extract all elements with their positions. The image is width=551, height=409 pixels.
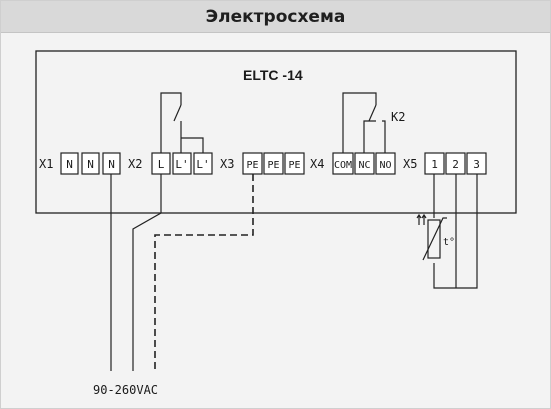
terminal-label: L'	[175, 158, 188, 171]
terminal-label: L	[158, 158, 165, 171]
terminal-x1-2	[81, 152, 100, 175]
k2-relay: K2	[342, 92, 405, 153]
terminal-label: NO	[379, 160, 391, 171]
terminal-label: 3	[473, 158, 480, 171]
panel-title: Электросхема	[205, 6, 346, 27]
terminal-label: L'	[196, 158, 209, 171]
terminal-label: N	[87, 158, 94, 171]
terminal-label: PE	[288, 160, 300, 171]
terminal-label: 2	[452, 158, 459, 171]
device-name: ELTC -14	[243, 67, 303, 83]
x2-relay-switch	[160, 92, 204, 153]
terminal-label: COM	[334, 160, 352, 171]
panel-header: Электросхема	[1, 1, 550, 33]
connector-x1-label: X1	[39, 157, 53, 171]
terminal-label: PE	[267, 160, 279, 171]
connector-x3-label: X3	[220, 157, 234, 171]
terminal-x2-2	[172, 152, 192, 175]
terminal-x3-3	[284, 152, 305, 175]
connector-x5-label: X5	[403, 157, 417, 171]
terminal-x1-1	[60, 152, 79, 175]
connector-x5: 1 2 3	[424, 152, 487, 175]
connector-x2-label: X2	[128, 157, 142, 171]
wiring-diagram: ELTC -14 X1 X2 X3 X4 X5 N N N L L' L'	[35, 50, 517, 397]
terminal-label: NC	[358, 160, 370, 171]
supply-label: 90-260VAC	[93, 383, 158, 397]
connector-x4-label: X4	[310, 157, 324, 171]
terminal-label: PE	[246, 160, 258, 171]
connector-x3: PE PE PE	[242, 152, 305, 175]
terminal-label: N	[66, 158, 73, 171]
device-enclosure	[35, 50, 517, 214]
connector-x1: N N N	[60, 152, 121, 175]
sensor-wiring: t°	[416, 174, 478, 289]
terminal-label: N	[108, 158, 115, 171]
thermistor-icon	[427, 219, 441, 259]
thermistor-symbol: t°	[443, 237, 455, 248]
supply-wires	[110, 174, 254, 371]
connector-x2: L L' L'	[151, 152, 213, 175]
connector-x4: COM NC NO	[332, 152, 396, 175]
terminal-label: 1	[431, 158, 438, 171]
terminal-x3-2	[263, 152, 284, 175]
relay-label: K2	[391, 110, 405, 124]
